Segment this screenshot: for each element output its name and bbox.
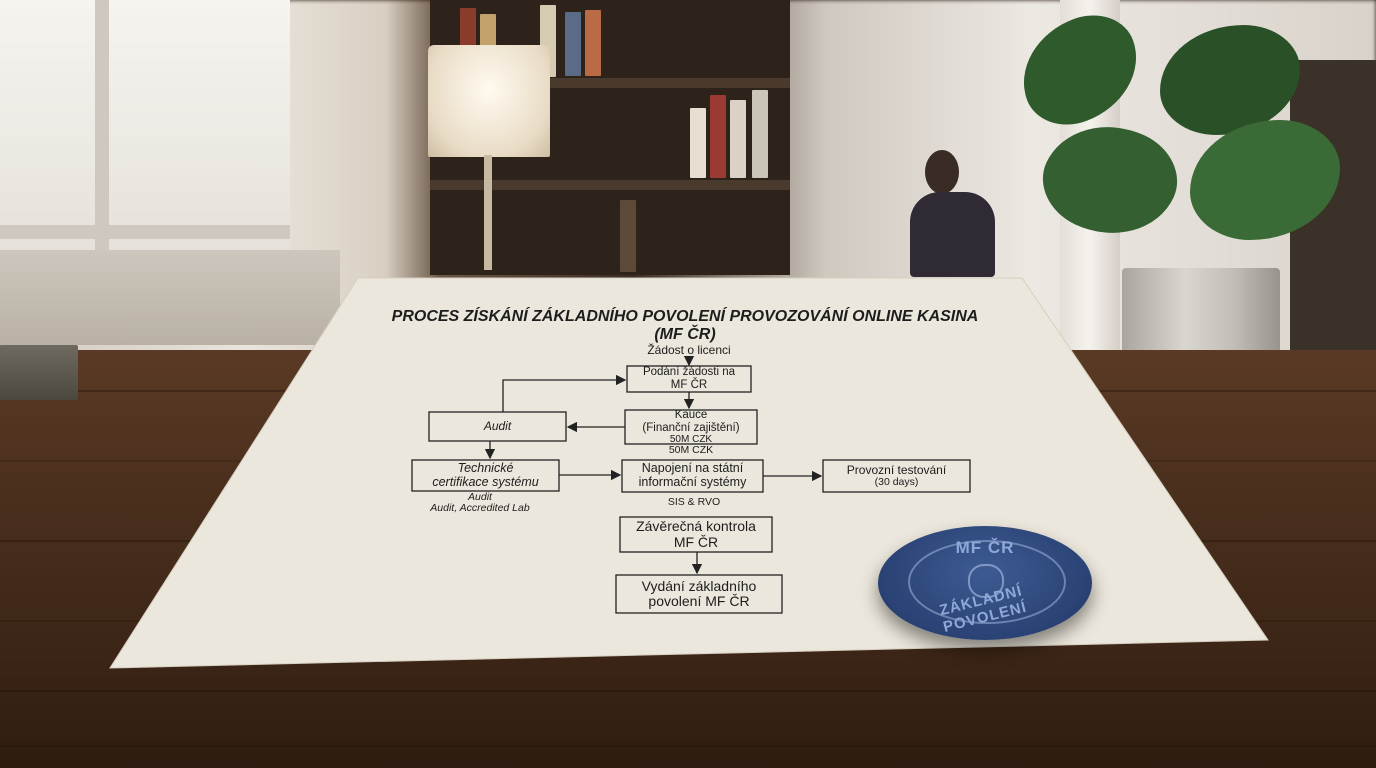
- node-box-zaverecna: [619, 516, 773, 553]
- node-audit: Audit: [483, 418, 512, 433]
- casino-chip: MF ČR ZÁKLADNÍ POVOLENÍ: [878, 526, 1092, 640]
- lamp-shade: [428, 45, 550, 157]
- blurred-person: [905, 150, 1000, 277]
- node-box-vydani: [615, 574, 783, 614]
- diagram-title: PROCES ZÍSKÁNÍ ZÁKLADNÍHO POVOLENÍ PROVO…: [391, 308, 979, 343]
- technicke-sub-audit: Audit: [468, 491, 492, 503]
- napojeni-sub: SIS & RVO: [667, 496, 721, 508]
- node-box-provozni: [822, 459, 971, 493]
- lamp-pole: [484, 155, 492, 270]
- chip-top-text: MF ČR: [955, 538, 1015, 557]
- node-napojeni: Napojení na státní informační systémy: [638, 461, 747, 489]
- window: [0, 0, 290, 250]
- node-zaverecna: Závěrečná kontrola MF ČR: [636, 518, 756, 550]
- chip-ring: [908, 540, 1066, 624]
- node-podani: Podání žádosti na MF ČR: [642, 366, 736, 391]
- kauce-title: Kauce: [674, 408, 708, 421]
- lion-emblem-icon: [968, 564, 1004, 598]
- start-label: Žádost o licenci: [647, 343, 731, 357]
- node-provozni: Provozní testování (30 days): [846, 462, 947, 488]
- node-vydani: Vydání základního povolení MF ČR: [641, 577, 757, 609]
- node-box-audit: [428, 411, 567, 442]
- technicke-sub-lab: Audit, Accredited Lab: [430, 502, 530, 514]
- node-technicke: Technické certifikace systému: [432, 460, 539, 489]
- book-on-table: [0, 345, 78, 400]
- node-kauce: Kauce (Finanční zajištění) 50M CZK: [625, 408, 757, 446]
- kauce-subtitle: (Finanční zajištění): [642, 421, 740, 434]
- kauce-amount: 50M CZK: [669, 434, 713, 446]
- window-sill: [0, 250, 340, 345]
- kauce-under-label: 50M CZK: [668, 444, 714, 456]
